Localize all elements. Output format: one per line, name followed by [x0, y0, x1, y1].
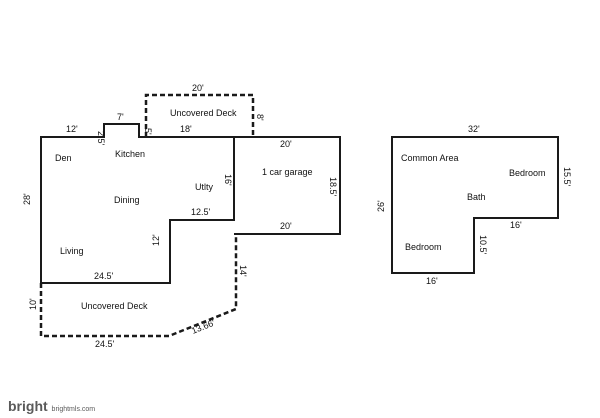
watermark-domain: brightmls.com: [51, 406, 96, 413]
room-bedroom-right: Bedroom: [509, 168, 546, 178]
lower-plan-outline: [391, 136, 559, 274]
lower-deck-outline: [39, 234, 238, 338]
watermark-brand: bright: [8, 398, 48, 414]
dim-deck-right: 8': [255, 114, 265, 121]
room-common-area: Common Area: [401, 153, 459, 163]
room-utility: Utlty: [195, 182, 214, 192]
room-bath: Bath: [467, 192, 486, 202]
room-dining: Dining: [114, 195, 140, 205]
dim-lower-deck-left: 10': [28, 298, 38, 310]
dim-lower-inner-horizontal: 16': [510, 220, 522, 230]
dim-bump-side: 2.5': [96, 131, 106, 146]
dim-living-bottom: 24.5': [94, 271, 114, 281]
dim-lower-bottom: 16': [426, 276, 438, 286]
dim-top-left: 12': [66, 124, 78, 134]
dim-left-side: 28': [22, 193, 32, 205]
garage-outline: [234, 136, 341, 235]
dim-lower-right: 15.5': [562, 167, 572, 187]
dim-lower-deck-right: 14': [238, 265, 248, 277]
dim-bump-top: 7': [117, 112, 124, 122]
room-den: Den: [55, 153, 72, 163]
dim-notch-top: 12.5': [191, 207, 211, 217]
dim-garage-bottom: 20': [280, 221, 292, 231]
room-kitchen: Kitchen: [115, 149, 145, 159]
dim-utility-side: 16': [223, 174, 233, 186]
dim-garage-right: 18.5': [328, 177, 338, 197]
dim-notch-side: 12': [151, 234, 161, 246]
dim-deck-top: 20': [192, 83, 204, 93]
dim-lower-left: 26': [376, 200, 386, 212]
room-garage: 1 car garage: [262, 167, 313, 177]
dim-lower-top: 32': [468, 124, 480, 134]
upper-deck-outline: [144, 93, 255, 137]
room-lower-deck: Uncovered Deck: [81, 301, 148, 311]
dim-bump-side-right: 5': [143, 128, 153, 135]
room-upper-deck: Uncovered Deck: [170, 108, 237, 118]
dim-deck-bottom: 18': [180, 124, 192, 134]
dim-lower-inner-vertical: 10.5': [478, 235, 488, 255]
room-living: Living: [60, 246, 84, 256]
dim-lower-deck-bottom: 24.5': [95, 339, 115, 349]
room-bedroom-left: Bedroom: [405, 242, 442, 252]
brand-watermark: bright brightmls.com: [4, 398, 100, 418]
dim-lower-deck-diagonal: 13.66': [190, 317, 216, 335]
dim-garage-top: 20': [280, 139, 292, 149]
